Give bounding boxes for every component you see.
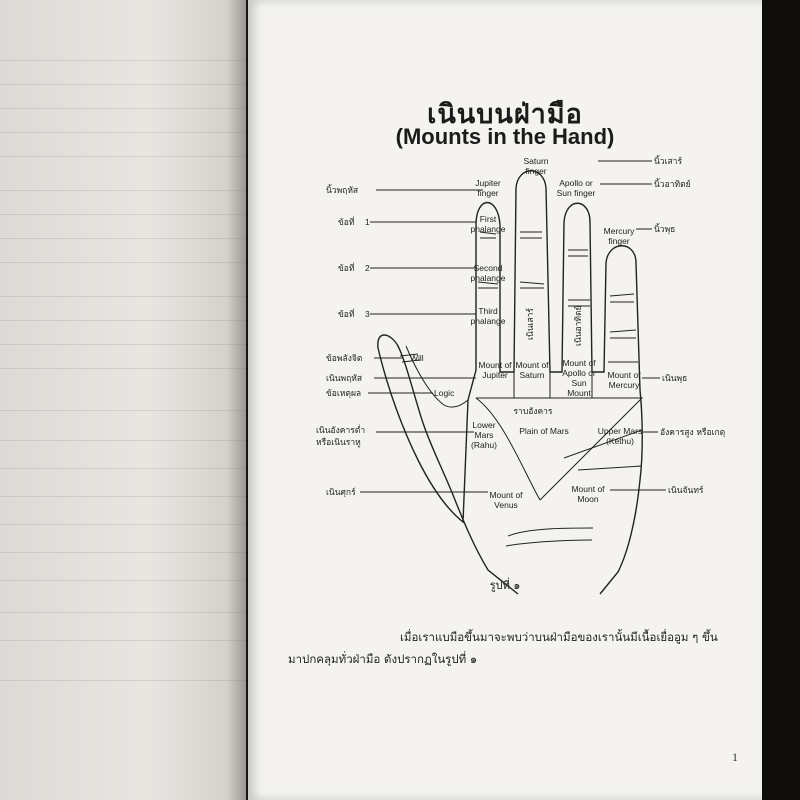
thai-joint-2-num: 2	[365, 263, 370, 273]
label-mount-mercury-2: Mercury	[609, 380, 640, 390]
label-apollo-finger: Apollo or	[559, 178, 593, 188]
label-third-phalange-2: phalange	[471, 316, 506, 326]
label-lower-mars-2: Mars	[475, 430, 494, 440]
label-plain-thai: ราบอังคาร	[513, 407, 552, 417]
label-lower-mars: Lower	[472, 420, 495, 430]
label-will: Will	[410, 353, 424, 363]
thai-index-finger: นิ้วพฤหัส	[326, 184, 359, 196]
label-saturn-finger: Saturn	[523, 156, 548, 166]
thai-mercury-mount: เนินพุธ	[662, 374, 687, 384]
thai-lower-mars-2: หรือเนินราหู	[316, 437, 361, 448]
body-paragraph: เมื่อเราแบมือขึ้นมาจะพบว่าบนฝ่ามือของเรา…	[288, 626, 728, 670]
label-saturn-mount-thai: เนินเสาร์	[525, 308, 536, 340]
label-mount-saturn-2: Saturn	[519, 370, 544, 380]
label-jupiter-finger: Jupiter	[475, 178, 501, 188]
label-mount-venus: Mount of	[489, 490, 523, 500]
right-page: เนินบนฝ่ามือ (Mounts in the Hand)	[248, 0, 762, 800]
label-second-phalange-2: phalange	[471, 273, 506, 283]
label-mount-jupiter-2: Jupiter	[482, 370, 508, 380]
label-plain-of-mars: Plain of Mars	[519, 426, 569, 436]
label-second-phalange: Second	[474, 263, 503, 273]
thai-mercury-finger: นิ้วพุธ	[654, 223, 675, 235]
label-third-phalange: Third	[478, 306, 498, 316]
label-lower-mars-3: (Rahu)	[471, 440, 497, 450]
page-number: 1	[732, 750, 738, 764]
thai-venus: เนินศุกร์	[326, 487, 356, 498]
label-mercury-finger-2: finger	[608, 236, 629, 246]
paragraph-line-1: เมื่อเราแบมือขึ้นมาจะพบว่าบนฝ่ามือของเรา…	[400, 630, 718, 644]
label-jupiter-finger-2: finger	[477, 188, 498, 198]
label-first-phalange-2: phalange	[471, 224, 506, 234]
label-mount-apollo-4: Mount	[567, 388, 591, 398]
label-upper-mars-2: (Kethu)	[606, 436, 634, 446]
paragraph-line-2: มาปกคลุมทั่วฝ่ามือ ดังปรากฏในรูปที่ ๑	[288, 652, 478, 666]
thai-upper-mars: อังคารสูง หรือเกตุ	[660, 427, 725, 438]
label-saturn-finger-2: finger	[525, 166, 546, 176]
hand-outline	[377, 170, 643, 595]
label-upper-mars: Upper Mars	[598, 426, 642, 436]
thai-joint-1-num: 1	[365, 217, 370, 227]
figure-caption: รูปที่ ๑	[489, 579, 521, 592]
thai-willpower: ข้อพลังจิต	[326, 353, 362, 364]
label-mount-apollo: Mount of	[562, 358, 596, 368]
label-mount-apollo-2: Apollo or	[562, 368, 596, 378]
label-mercury-finger: Mercury	[604, 226, 635, 236]
page-title-english: (Mounts in the Hand)	[395, 124, 615, 149]
label-mount-moon: Mount of	[571, 484, 605, 494]
label-mount-saturn: Mount of	[515, 360, 549, 370]
label-mount-venus-2: Venus	[494, 500, 518, 510]
label-mount-moon-2: Moon	[577, 494, 599, 504]
thai-jupiter-mount: เนินพฤหัส	[326, 374, 363, 384]
thai-moon: เนินจันทร์	[668, 485, 704, 496]
thai-joint-1: ข้อที่	[338, 216, 355, 228]
thai-joint-3: ข้อที่	[338, 308, 355, 320]
label-apollo-finger-2: Sun finger	[557, 188, 596, 198]
background-edge	[762, 0, 800, 800]
hand-diagram: Saturn finger Jupiter finger Apollo or S…	[316, 155, 725, 595]
left-page	[0, 0, 246, 800]
label-mount-jupiter: Mount of	[478, 360, 512, 370]
label-sun-mount-thai: เนินอาทิตย์	[573, 305, 584, 346]
thai-joint-2: ข้อที่	[338, 262, 355, 274]
thai-sun-finger: นิ้วอาทิตย์	[654, 178, 691, 190]
thai-reason: ข้อเหตุผล	[326, 388, 361, 399]
label-logic: Logic	[434, 388, 455, 398]
label-mount-mercury: Mount of	[607, 370, 641, 380]
page-title-thai: เนินบนฝ่ามือ	[427, 99, 583, 130]
thai-lower-mars: เนินอังคารต่ำ	[316, 424, 365, 436]
label-first-phalange: First	[480, 214, 497, 224]
thai-saturn-finger: นิ้วเสาร์	[654, 155, 682, 167]
label-mount-apollo-3: Sun	[571, 378, 586, 388]
thai-joint-3-num: 3	[365, 309, 370, 319]
